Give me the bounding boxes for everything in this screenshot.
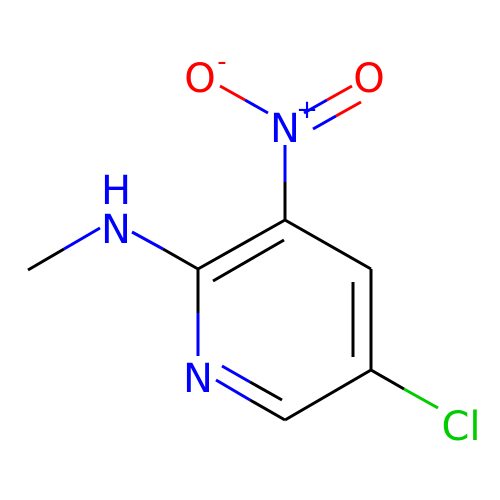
bond-nnitro-ominus-blue	[244, 98, 269, 115]
bond-nh-c2	[162, 247, 199, 271]
charge-minus: -	[217, 47, 226, 77]
bond-c5-cl-green	[403, 387, 439, 410]
atom-o-minus: O	[184, 56, 215, 102]
atom-amine-n: N	[101, 207, 131, 253]
atom-amine-h: H	[101, 168, 131, 214]
atom-nitro-n: N	[270, 106, 300, 152]
atom-labels: H N N N + O - O Cl	[101, 47, 481, 450]
bond-c6-n-inner	[249, 380, 283, 402]
bonds	[27, 84, 439, 422]
atom-ring-n: N	[183, 356, 213, 402]
bond-nh-c2-blue	[131, 230, 164, 251]
bond-nnitro-ominus-red	[219, 84, 246, 102]
bond-c5-c6	[284, 368, 372, 422]
bond-c6-n-inner-blue	[221, 364, 251, 384]
bond-c5-cl	[370, 368, 405, 391]
bond-c6-n-blue	[215, 378, 251, 402]
charge-plus: +	[296, 95, 318, 125]
atom-cl: Cl	[441, 404, 480, 450]
bond-c2-c3	[197, 218, 286, 271]
bond-c6-n	[249, 398, 286, 422]
bond-c3-c4	[284, 218, 372, 271]
bond-nnitro-odouble-red-2	[335, 100, 362, 118]
bond-nnitro-odouble-blue	[303, 98, 328, 115]
bond-nnitro-odouble-blue-2	[312, 114, 337, 131]
bond-c2-c3-inner	[212, 238, 285, 283]
bond-methyl-nh	[27, 247, 65, 272]
atom-o-double: O	[353, 56, 384, 102]
bond-methyl-nh-blue	[63, 226, 101, 251]
bond-nnitro-odouble-red	[326, 84, 353, 102]
